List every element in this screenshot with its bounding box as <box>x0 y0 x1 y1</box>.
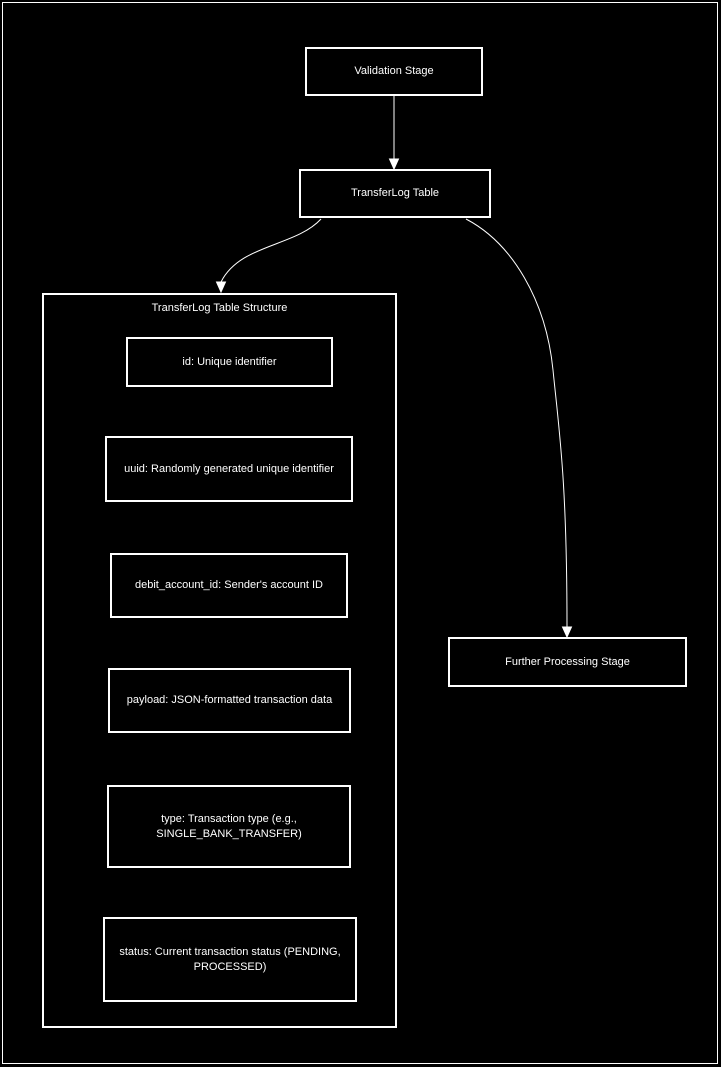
field-type-label: type: Transaction type (e.g., SINGLE_BAN… <box>156 812 302 840</box>
arrowhead-into-further-icon <box>561 626 573 639</box>
node-validation-stage-label: Validation Stage <box>354 65 434 77</box>
field-status-label: status: Current transaction status (PEND… <box>119 945 341 973</box>
arrowhead-into-structure-icon <box>215 281 227 294</box>
field-debit-account-id: debit_account_id: Sender's account ID <box>110 553 348 618</box>
field-debit-account-id-label: debit_account_id: Sender's account ID <box>135 579 323 591</box>
node-validation-stage: Validation Stage <box>305 47 483 96</box>
field-uuid: uuid: Randomly generated unique identifi… <box>105 436 353 502</box>
field-payload-label: payload: JSON-formatted transaction data <box>126 694 333 706</box>
field-payload: payload: JSON-formatted transaction data <box>108 668 351 733</box>
field-id-label: id: Unique identifier <box>182 355 277 368</box>
node-transferlog-table: TransferLog Table <box>299 169 491 218</box>
field-type: type: Transaction type (e.g., SINGLE_BAN… <box>107 785 351 868</box>
node-further-processing-stage-label: Further Processing Stage <box>505 655 630 668</box>
node-further-processing-stage: Further Processing Stage <box>448 637 687 687</box>
field-status: status: Current transaction status (PEND… <box>103 917 357 1002</box>
cluster-title: TransferLog Table Structure <box>151 302 288 314</box>
field-uuid-label: uuid: Randomly generated unique identifi… <box>124 462 334 475</box>
arrowhead-into-transferlog-icon <box>388 158 400 171</box>
edge-transferlog-to-further <box>465 218 568 628</box>
node-transferlog-table-label: TransferLog Table <box>350 187 440 199</box>
edge-transferlog-to-structure <box>220 218 322 283</box>
cluster-transferlog-structure: TransferLog Table Structure <box>42 293 397 1028</box>
field-id: id: Unique identifier <box>126 337 333 387</box>
